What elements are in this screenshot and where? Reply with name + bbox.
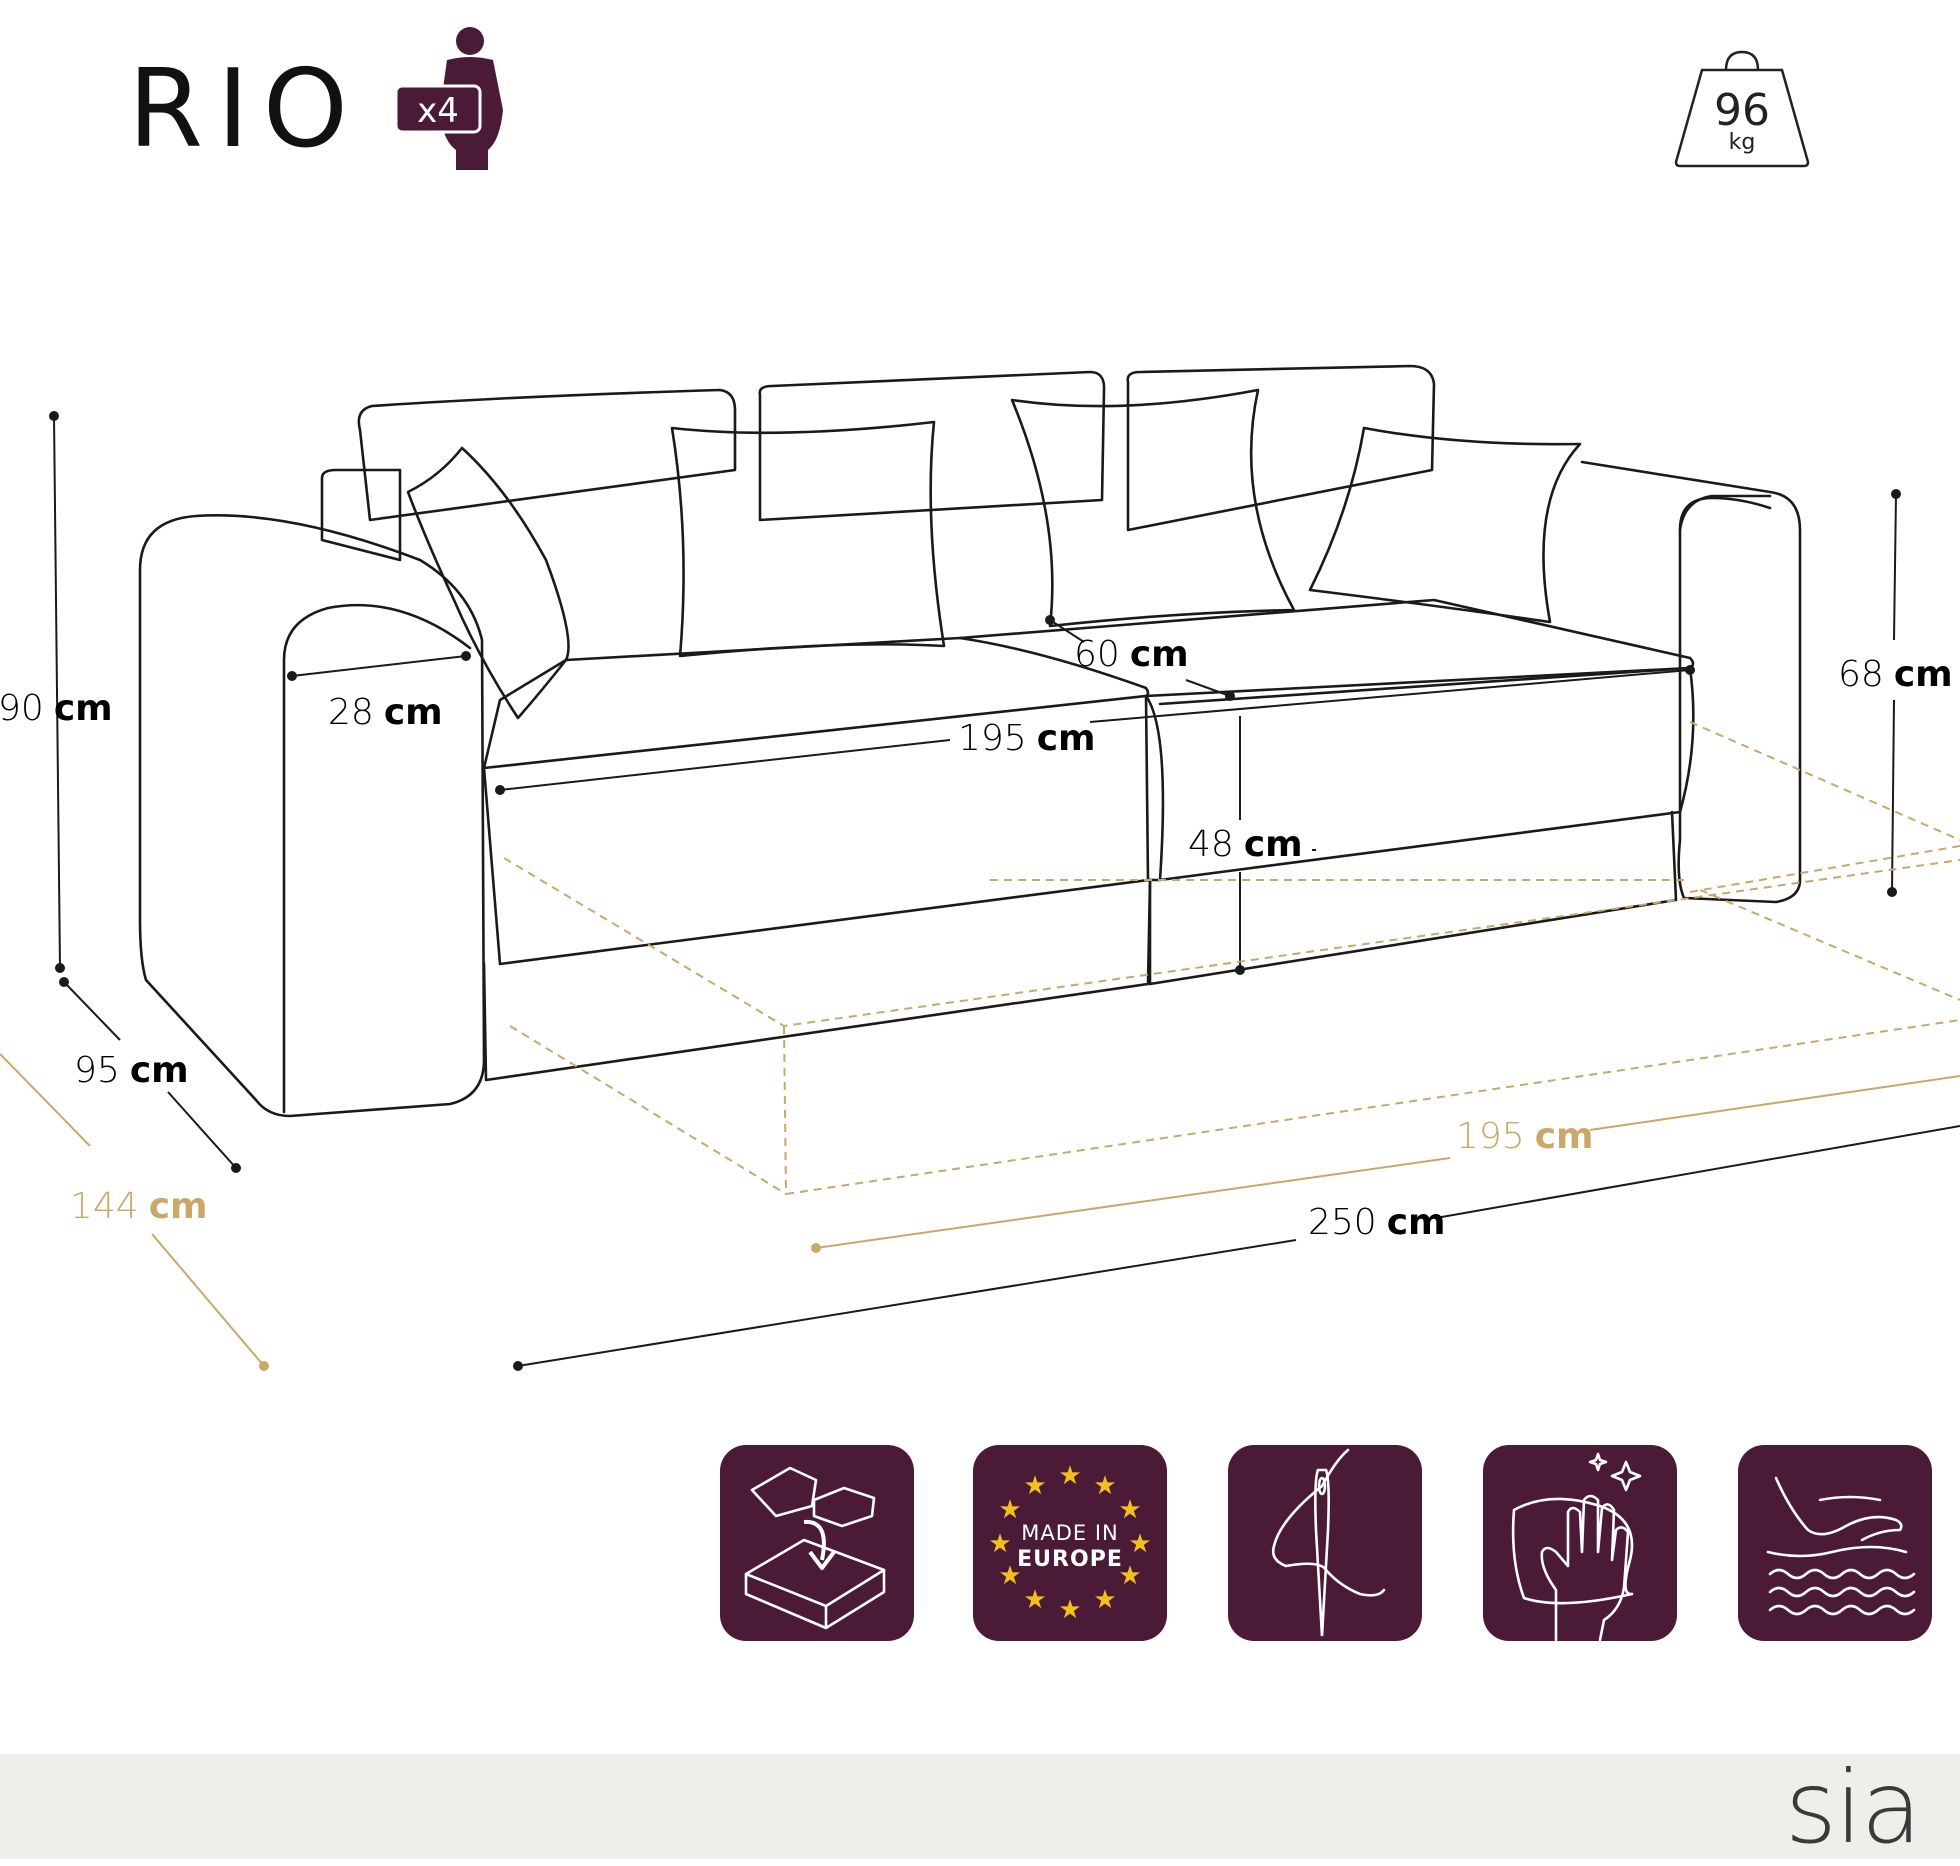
svg-text:★: ★: [1093, 1471, 1116, 1501]
svg-text:★: ★: [1118, 1495, 1141, 1525]
delivery-packages-icon: x4: [394, 27, 503, 170]
footer-band: [0, 1754, 1960, 1859]
brand-logo: sia: [1784, 1749, 1922, 1866]
packages-count: x4: [417, 91, 459, 131]
svg-text:★: ★: [1023, 1471, 1046, 1501]
cleaning-cloth-icon: [1483, 1445, 1677, 1642]
product-title: RIO: [128, 47, 362, 172]
weight-icon: [1674, 50, 1810, 168]
made-in-europe-icon: ★ ★ ★ ★ ★ ★ ★ ★ ★ ★ ★ ★ MADE IN EUROPE: [973, 1445, 1167, 1641]
weight-value: 96: [1714, 85, 1770, 136]
svg-text:★: ★: [1023, 1585, 1046, 1615]
dimension-lines: [49, 411, 1960, 1371]
svg-text:★: ★: [1118, 1561, 1141, 1591]
gold-dimension-lines: [0, 1053, 1960, 1371]
svg-text:★: ★: [1058, 1595, 1081, 1625]
svg-text:★: ★: [1093, 1585, 1116, 1615]
feature-icons: ★ ★ ★ ★ ★ ★ ★ ★ ★ ★ ★ ★ MADE IN EUROPE: [720, 1445, 1932, 1642]
europe-text: EUROPE: [1017, 1547, 1123, 1572]
needle-thread-icon: [1228, 1445, 1422, 1641]
sofa-outline: [138, 364, 1802, 1118]
weight-unit: kg: [1729, 130, 1756, 155]
svg-text:★: ★: [1128, 1529, 1151, 1559]
svg-text:★: ★: [998, 1495, 1021, 1525]
svg-text:★: ★: [988, 1529, 1011, 1559]
svg-text:★: ★: [1058, 1461, 1081, 1491]
storage-box-icon: [720, 1445, 914, 1641]
made-in-text: MADE IN: [1021, 1521, 1119, 1545]
svg-text:★: ★: [998, 1561, 1021, 1591]
foam-comfort-icon: [1738, 1445, 1932, 1641]
sleeping-area-outline: [503, 721, 1960, 1196]
